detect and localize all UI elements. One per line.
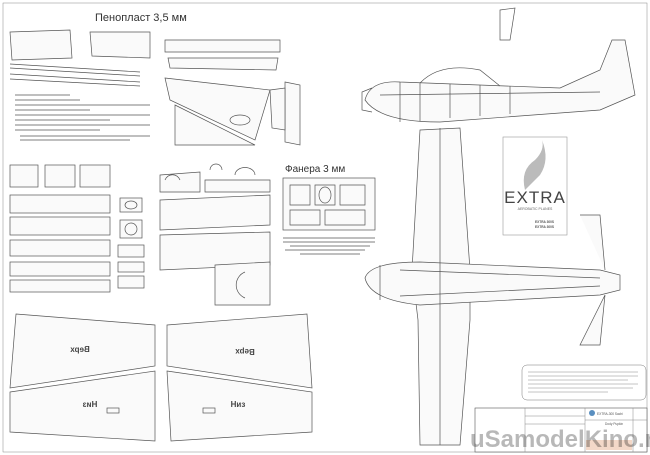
watermark: uSamodelKino.ru — [470, 426, 650, 453]
wing-label-right-bottom: Низ — [231, 400, 246, 409]
logo-subtitle: AEROBATIC PLANES — [518, 207, 553, 211]
logo-brand: EXTRA — [504, 188, 566, 207]
title-block-designer: Dody Pupkin — [605, 422, 623, 426]
notes-box — [521, 364, 647, 401]
airplane-side-view — [361, 7, 636, 123]
logo-model-1: EXTRA 300S — [535, 220, 554, 224]
airplane-top-view — [364, 127, 621, 446]
wing-label-left-bottom: Низ — [83, 400, 98, 409]
extra-logo-box: EXTRA AEROBATIC PLANES EXTRA 300S EXTRA … — [502, 136, 568, 236]
plywood-section-title: Фанера 3 мм — [285, 164, 345, 175]
wing-label-right-top: Верх — [235, 347, 255, 356]
wing-label-left-top: Верх — [70, 345, 90, 354]
logo-model-2: EXTRA 300S — [535, 225, 554, 229]
wing-panels — [9, 313, 313, 442]
plywood-parts — [282, 177, 376, 255]
foam-parts — [9, 29, 301, 306]
title-block-model: EXTRA-300 Sachi — [597, 412, 623, 416]
foam-section-title: Пенопласт 3,5 мм — [95, 12, 187, 24]
title-block: EXTRA-300 Sachi Dody Pupkin — [474, 407, 648, 453]
